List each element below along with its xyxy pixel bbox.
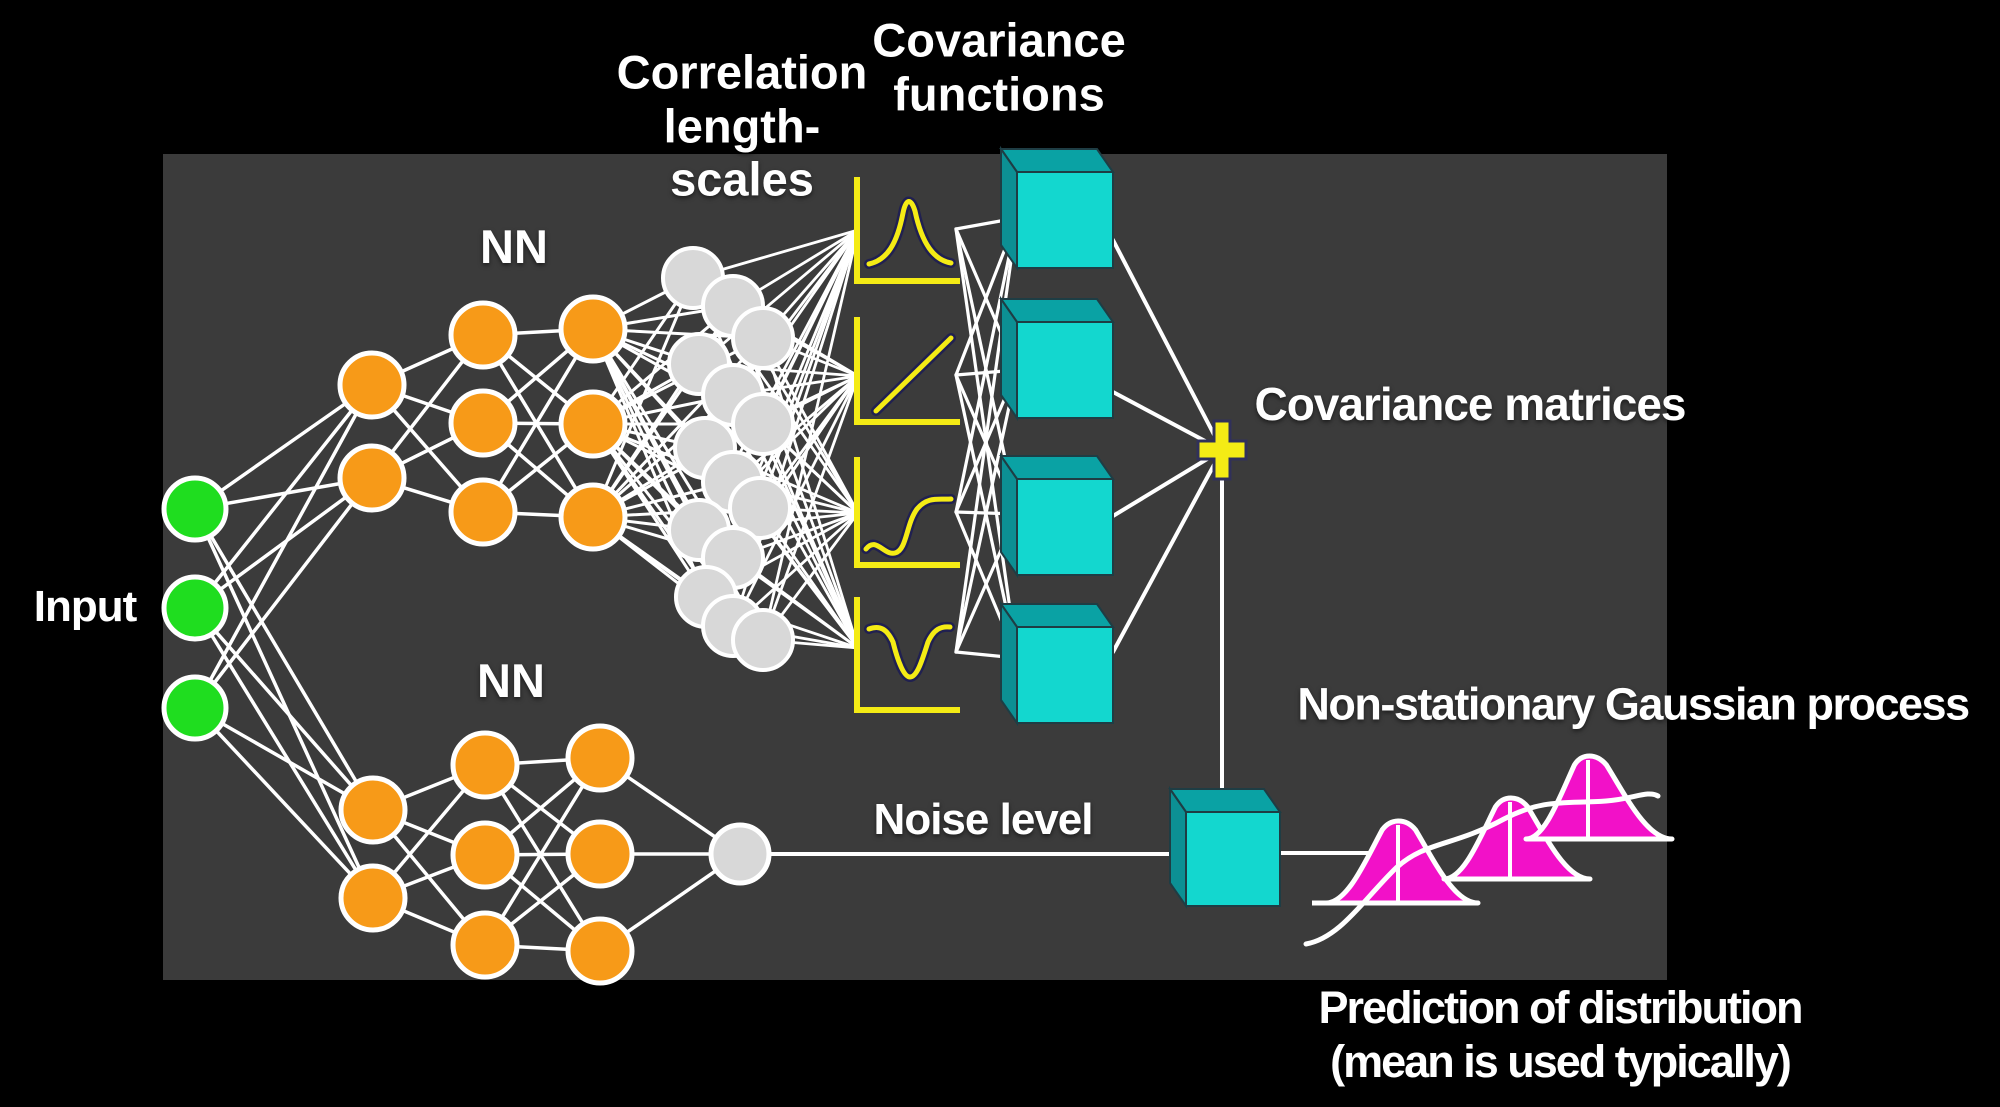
bottom-nn-label: NN: [477, 654, 545, 708]
input-node: [161, 475, 229, 543]
covariance-matrix-cube-3: [999, 452, 1115, 579]
hidden-node: [338, 863, 408, 933]
input-node: [161, 574, 229, 642]
covariance-function-box-2: [854, 317, 960, 425]
prediction-label: Prediction of distribution (mean is used…: [1318, 982, 1804, 1087]
covariance-matrix-cube-1: [999, 145, 1115, 272]
covariance-matrix-cube-4: [999, 600, 1115, 727]
covariance-functions-label: Covariance functions: [872, 13, 1126, 120]
gp-mean-curve: [1303, 791, 1661, 947]
hidden-node: [450, 820, 520, 890]
nonstationary-gp-label: Non-stationary Gaussian process: [1297, 678, 1970, 730]
length-scale-node: [731, 608, 795, 672]
hidden-node: [450, 730, 520, 800]
kernel-curve-linear: [873, 335, 954, 414]
prediction-distribution-3: [1523, 753, 1675, 842]
hidden-node: [565, 723, 635, 793]
hidden-node: [337, 350, 407, 420]
prediction-distributions: [1303, 753, 1675, 947]
hidden-node: [448, 300, 518, 370]
hidden-node: [558, 294, 628, 364]
hidden-node: [558, 389, 628, 459]
hidden-node: [448, 388, 518, 458]
input-label: Input: [33, 581, 138, 631]
hidden-node: [558, 482, 628, 552]
sum-plus-icon: [1196, 419, 1248, 481]
length-scale-node: [731, 392, 795, 456]
hidden-node: [448, 477, 518, 547]
kernel-curve-step: [863, 496, 954, 556]
length-scale-node: [728, 476, 792, 540]
length-scale-node: [731, 306, 795, 370]
covariance-function-box-3: [854, 457, 960, 568]
covariance-matrices-label: Covariance matrices: [1254, 377, 1686, 430]
hidden-node: [337, 443, 407, 513]
correlation-length-scales-label: Correlation length- scales: [616, 45, 868, 206]
hidden-node: [565, 916, 635, 986]
hidden-node: [450, 910, 520, 980]
input-node: [161, 674, 229, 742]
top-nn-label: NN: [480, 220, 548, 274]
kernel-curve-inverted-bump: [866, 624, 953, 680]
noise-level-cube: [1168, 785, 1282, 910]
covariance-function-box-1: [854, 177, 960, 284]
hidden-node: [338, 775, 408, 845]
noise-node: [708, 822, 772, 886]
covariance-function-boxes: [854, 177, 960, 713]
kernel-curve-peak: [866, 199, 954, 267]
covariance-matrix-cube-2: [999, 295, 1115, 422]
hidden-node: [565, 819, 635, 889]
noise-level-label: Noise level: [873, 794, 1094, 844]
covariance-function-box-4: [854, 597, 960, 713]
